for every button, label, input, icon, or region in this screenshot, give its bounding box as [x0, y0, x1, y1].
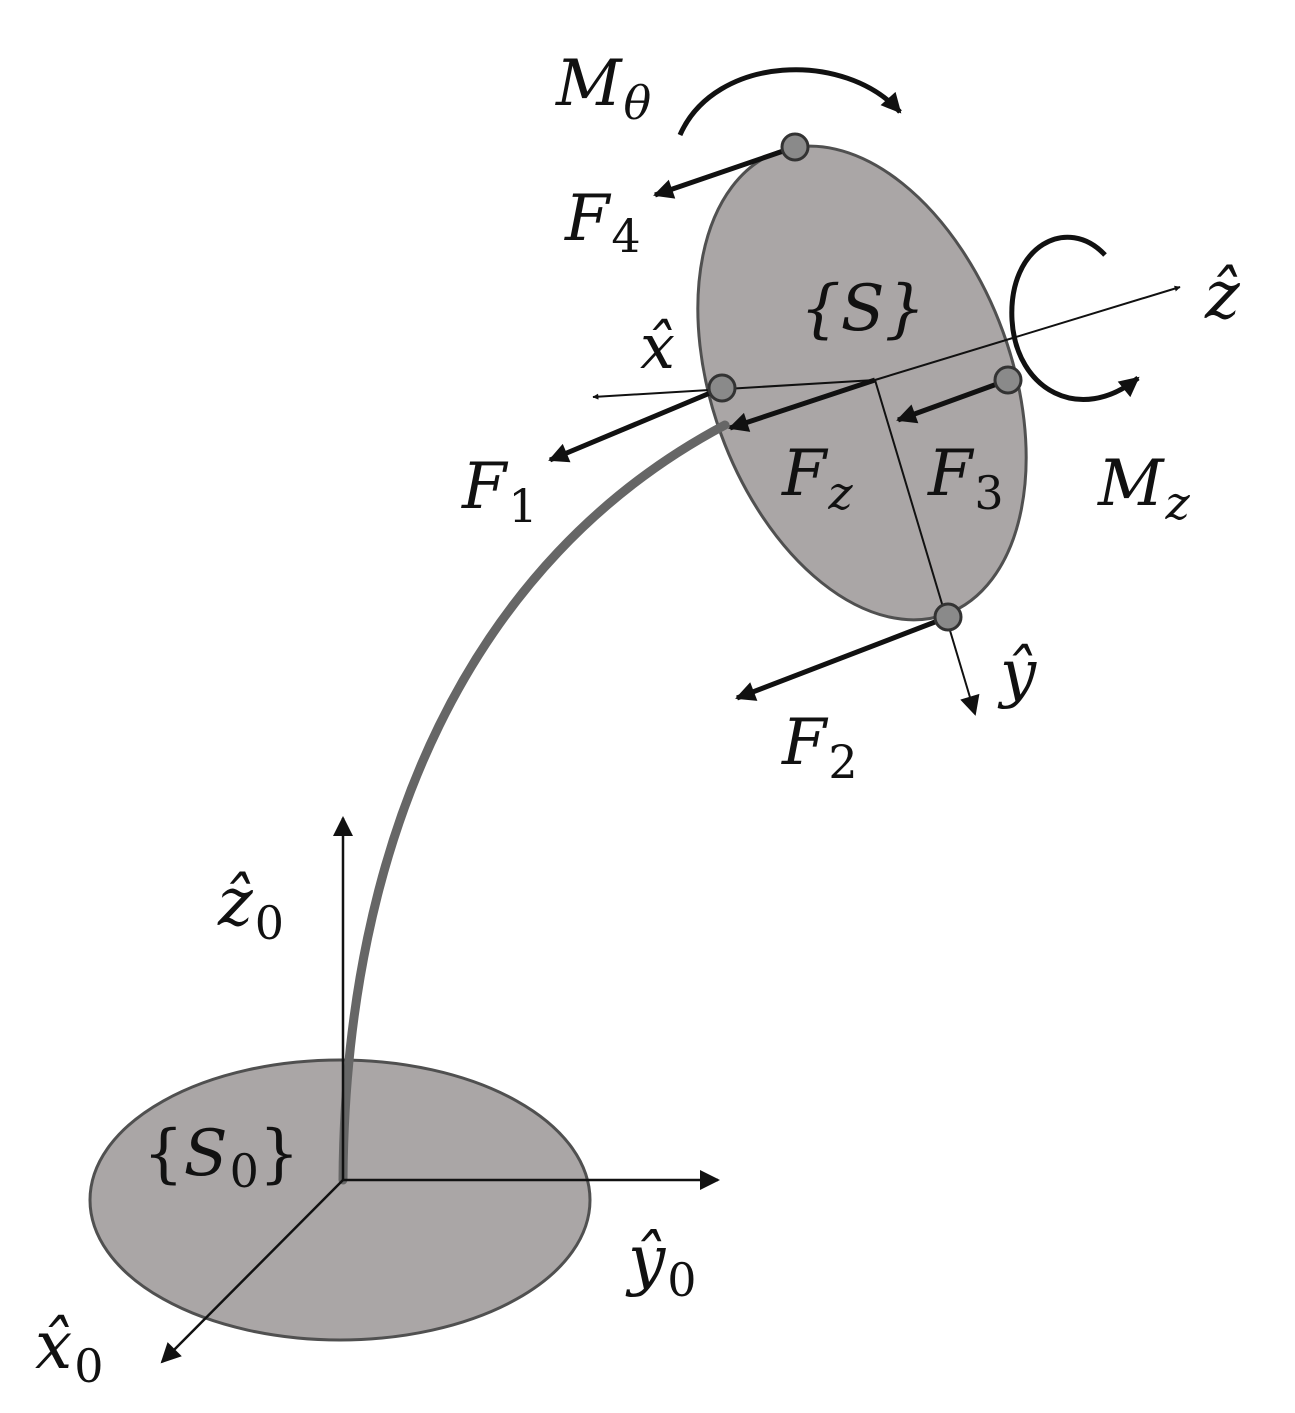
label-f2: F2 — [781, 706, 858, 789]
force-fz-arrow — [728, 377, 876, 432]
z-hat-axis — [874, 285, 1181, 381]
label-mz: Mz — [1097, 447, 1191, 530]
label-f3: F3 — [927, 437, 1004, 520]
label-s0-frame: {S0} — [143, 1117, 300, 1198]
x0-axis — [160, 1179, 344, 1364]
label-s-frame: {S} — [800, 272, 925, 346]
label-m-theta: Mθ — [555, 47, 651, 130]
label-x0-hat: x̂0 — [35, 1307, 104, 1393]
label-fz: Fz — [781, 437, 853, 520]
y-hat-axis — [874, 379, 980, 716]
label-x-hat: x̂ — [640, 310, 675, 383]
moment-theta-arrow — [677, 67, 902, 137]
force-f4-arrow — [653, 144, 796, 199]
cable-node-4 — [780, 132, 810, 162]
label-z0-hat: ẑ0 — [217, 864, 284, 950]
label-f1: F1 — [461, 450, 538, 533]
base-disk — [88, 1058, 592, 1342]
force-f3-arrow — [896, 377, 1009, 424]
label-z-hat: ẑ — [1204, 257, 1241, 334]
cable-node-1 — [707, 373, 737, 403]
force-f1-arrow — [548, 385, 723, 463]
continuum-rod — [338, 420, 730, 1185]
label-y-hat: ŷ — [997, 637, 1037, 711]
label-y0-hat: ŷ0 — [625, 1221, 697, 1307]
force-f2-arrow — [735, 614, 949, 701]
cable-node-3 — [993, 365, 1023, 395]
cable-node-2 — [933, 602, 963, 632]
moment-z-arrow — [1009, 234, 1140, 402]
label-f4: F4 — [564, 182, 641, 263]
